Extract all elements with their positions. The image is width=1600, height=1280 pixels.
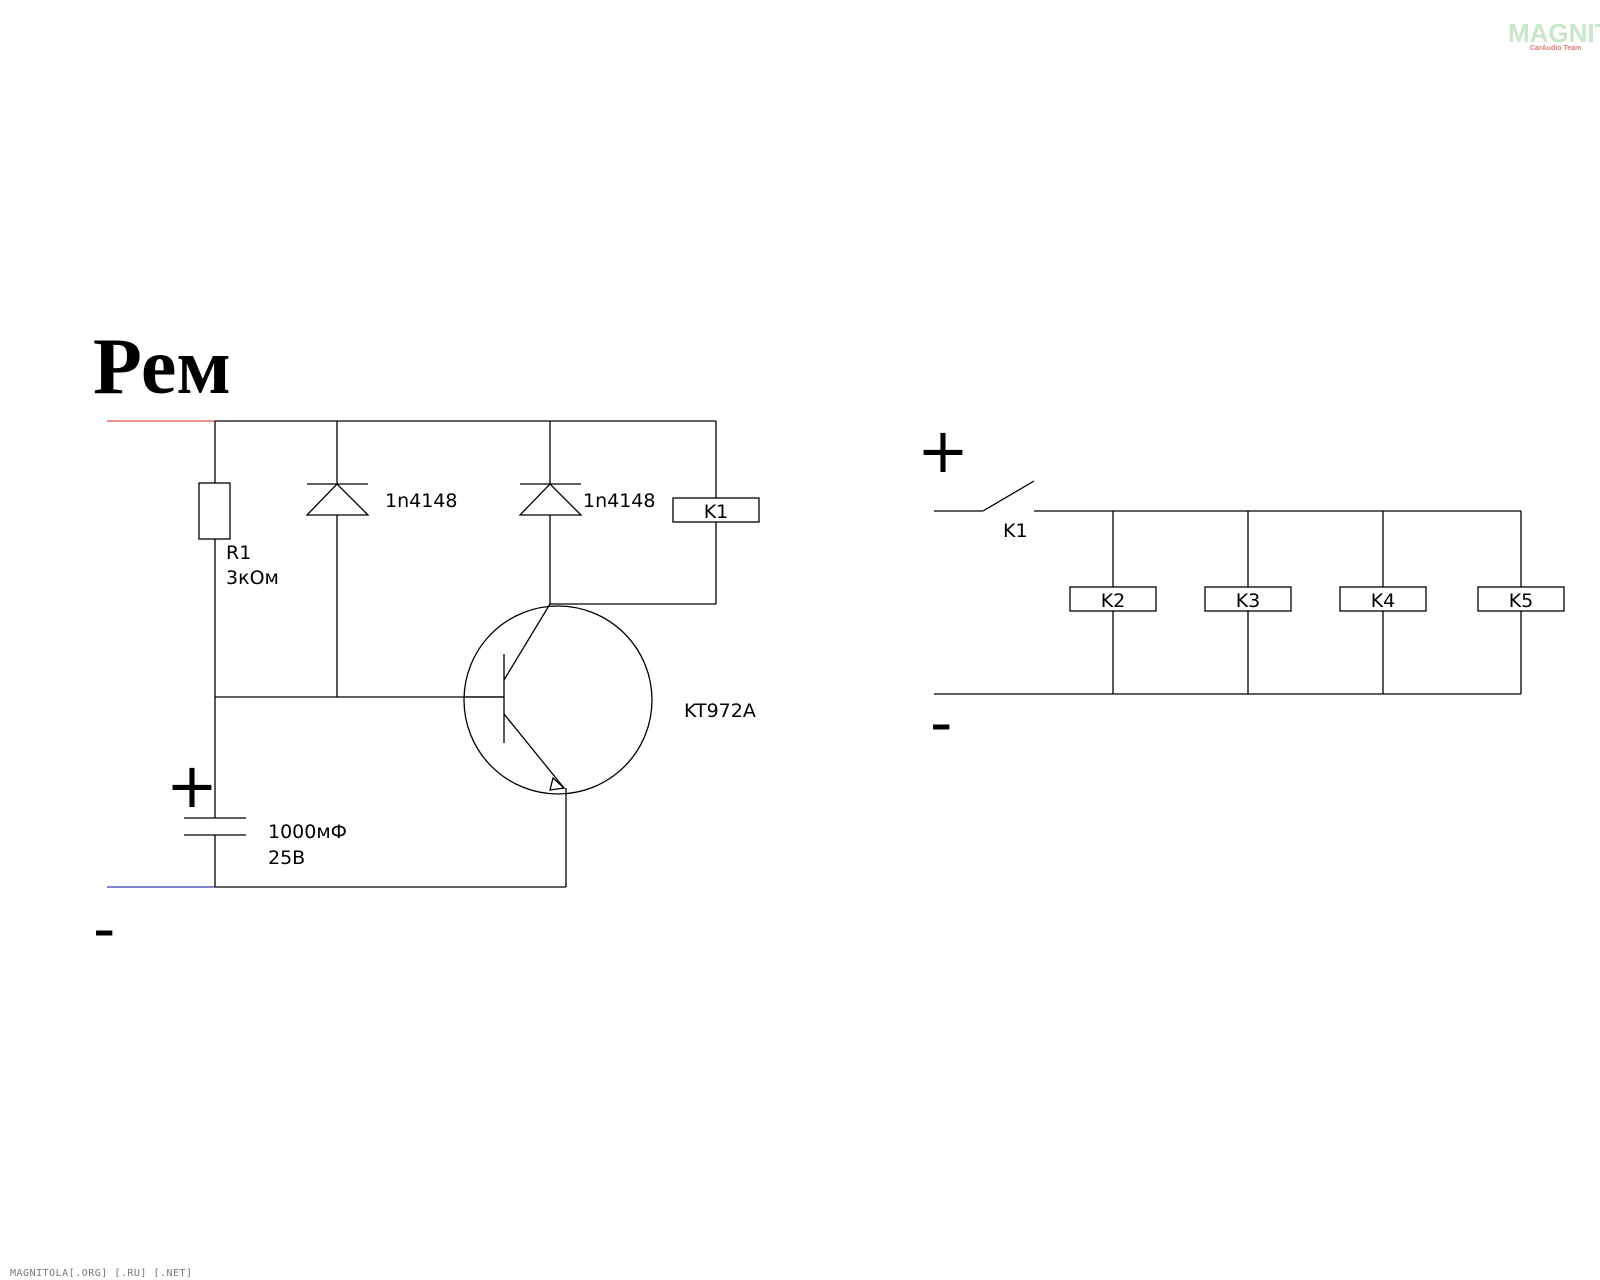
relay-k3-coil (1204, 586, 1292, 612)
transistor-label: KT972A (684, 700, 756, 722)
switch-k1-label: K1 (1003, 520, 1028, 542)
capacitor-value-label: 1000мФ (268, 821, 347, 843)
diode2-label: 1n4148 (583, 490, 655, 512)
resistor-r1-symbol (198, 482, 231, 540)
resistor-value-label: 3кОм (226, 567, 279, 589)
relay-k3-label: K3 (1236, 590, 1261, 612)
right-plus-sign: + (917, 414, 969, 487)
diode1-label: 1n4148 (385, 490, 457, 512)
relay-k1-label: K1 (704, 501, 729, 523)
page-title: Рем (93, 323, 231, 411)
left-circuit: - R1 3кОм + 1000мФ 25В 1n4148 1n4148 (93, 420, 760, 965)
capacitor-voltage-label: 25В (268, 847, 305, 869)
transistor-emitter-arrow (549, 776, 566, 791)
watermark-text: MAGNITOLA (1508, 18, 1600, 48)
switch-k1-blade (982, 480, 1035, 512)
relay-k5-label: K5 (1509, 590, 1534, 612)
relay-k4-coil (1339, 586, 1427, 612)
transistor-emitter-lead (503, 713, 565, 789)
footer-text: MAGNITOLA[.ORG] [.RU] [.NET] (10, 1268, 193, 1279)
right-circuit: + - K1 K2 K3 K4 K5 (917, 414, 1565, 759)
capacitor-plus-sign: + (166, 749, 218, 822)
resistor-ref-label: R1 (226, 542, 251, 564)
right-minus-sign: - (930, 686, 952, 759)
diode2-symbol (518, 483, 583, 516)
transistor-envelope (463, 605, 653, 795)
diode1-symbol (305, 483, 370, 516)
transistor-collector-lead (503, 603, 551, 681)
watermark-subtext: CarAudio Team (1530, 45, 1581, 52)
relay-k4-label: K4 (1371, 590, 1396, 612)
watermark-logo: MAGNITOLA CarAudio Team (1508, 18, 1600, 52)
relay-k2-label: K2 (1101, 590, 1126, 612)
left-minus-sign: - (93, 892, 115, 965)
relay-k1-coil (672, 497, 760, 523)
